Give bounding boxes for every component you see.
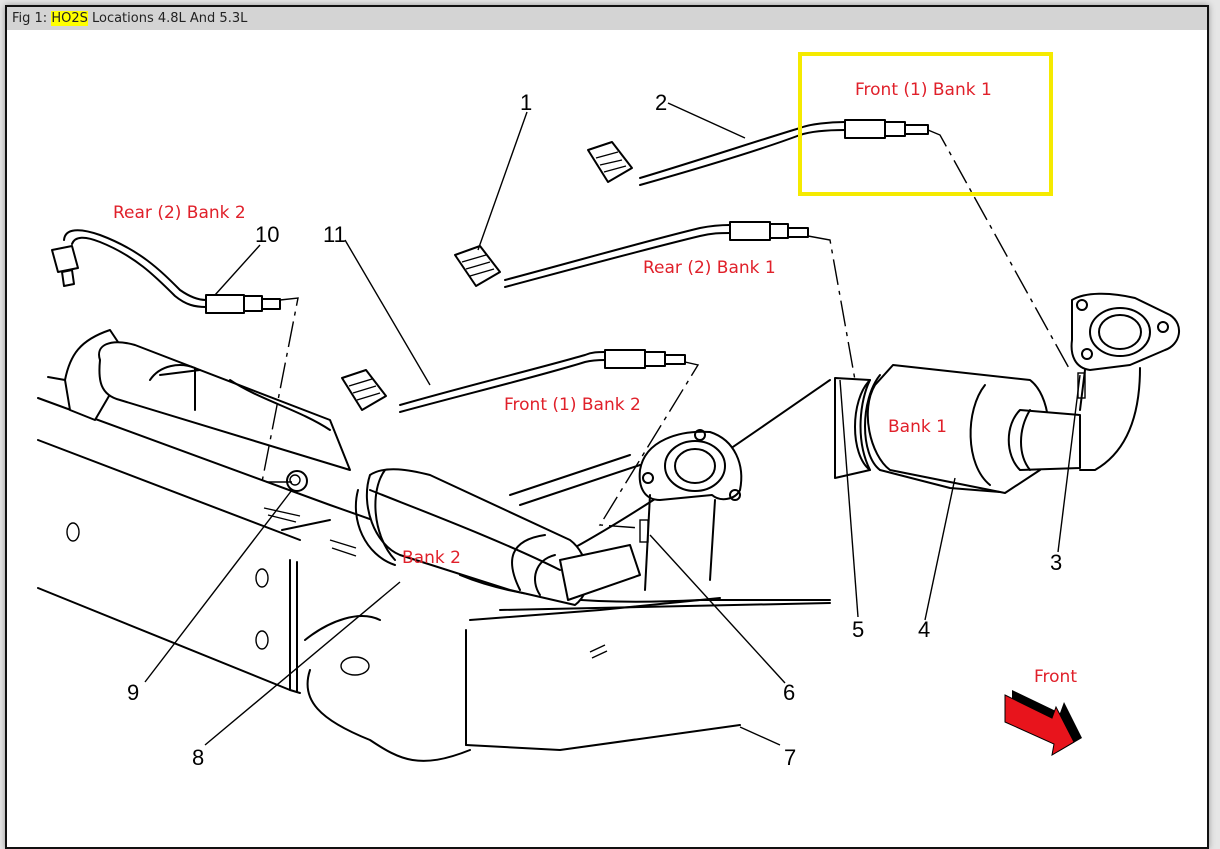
sensor-rear-bank1 <box>454 221 809 288</box>
label-bank2: Bank 2 <box>402 548 461 568</box>
label-rear-bank2: Rear (2) Bank 2 <box>113 203 246 223</box>
installation-leader-lines <box>261 129 1071 529</box>
sensor-front-bank1 <box>587 119 929 186</box>
label-front-bank1: Front (1) Bank 1 <box>855 80 992 100</box>
front-direction-arrow-icon <box>1004 690 1082 756</box>
callout-7: 7 <box>784 745 796 770</box>
bank1-catalytic-converter <box>834 364 1081 494</box>
callout-6: 6 <box>783 680 795 705</box>
annotations: Front (1) Bank 1 Rear (2) Bank 2 Rear (2… <box>113 80 1077 687</box>
title-suffix: Locations 4.8L And 5.3L <box>87 11 248 26</box>
callout-numbers: 1 2 3 4 5 6 7 8 9 10 11 <box>127 90 1062 770</box>
label-bank1: Bank 1 <box>888 417 947 437</box>
callout-2: 2 <box>655 90 667 115</box>
callout-11: 11 <box>323 222 346 247</box>
callout-4: 4 <box>918 617 930 642</box>
bank2-manifold-flange <box>638 429 743 591</box>
highlight-box-front-bank1 <box>798 52 1053 196</box>
bank1-manifold-flange <box>1070 292 1180 471</box>
callout-5: 5 <box>852 617 864 642</box>
sensor-rear-bank2 <box>51 229 281 314</box>
callout-3: 3 <box>1050 550 1062 575</box>
callout-leaders <box>144 102 1081 746</box>
callout-10: 10 <box>255 222 279 247</box>
sensor-port-9 <box>286 470 308 492</box>
callout-9: 9 <box>127 680 139 705</box>
callout-8: 8 <box>192 745 204 770</box>
sensor-front-bank2 <box>341 349 686 413</box>
title-highlight-ho2s: HO2S <box>51 11 88 26</box>
label-front-bank2: Front (1) Bank 2 <box>504 395 641 415</box>
label-rear-bank1: Rear (2) Bank 1 <box>643 258 776 278</box>
bank2-catalytic-converter <box>354 454 641 606</box>
callout-1: 1 <box>520 90 532 115</box>
figure-title-bar: Fig 1: HO2S Locations 4.8L And 5.3L <box>7 7 1207 30</box>
title-prefix: Fig 1: <box>12 11 52 26</box>
label-front-direction: Front <box>1034 667 1077 687</box>
left-exhaust-pipe <box>47 329 351 471</box>
